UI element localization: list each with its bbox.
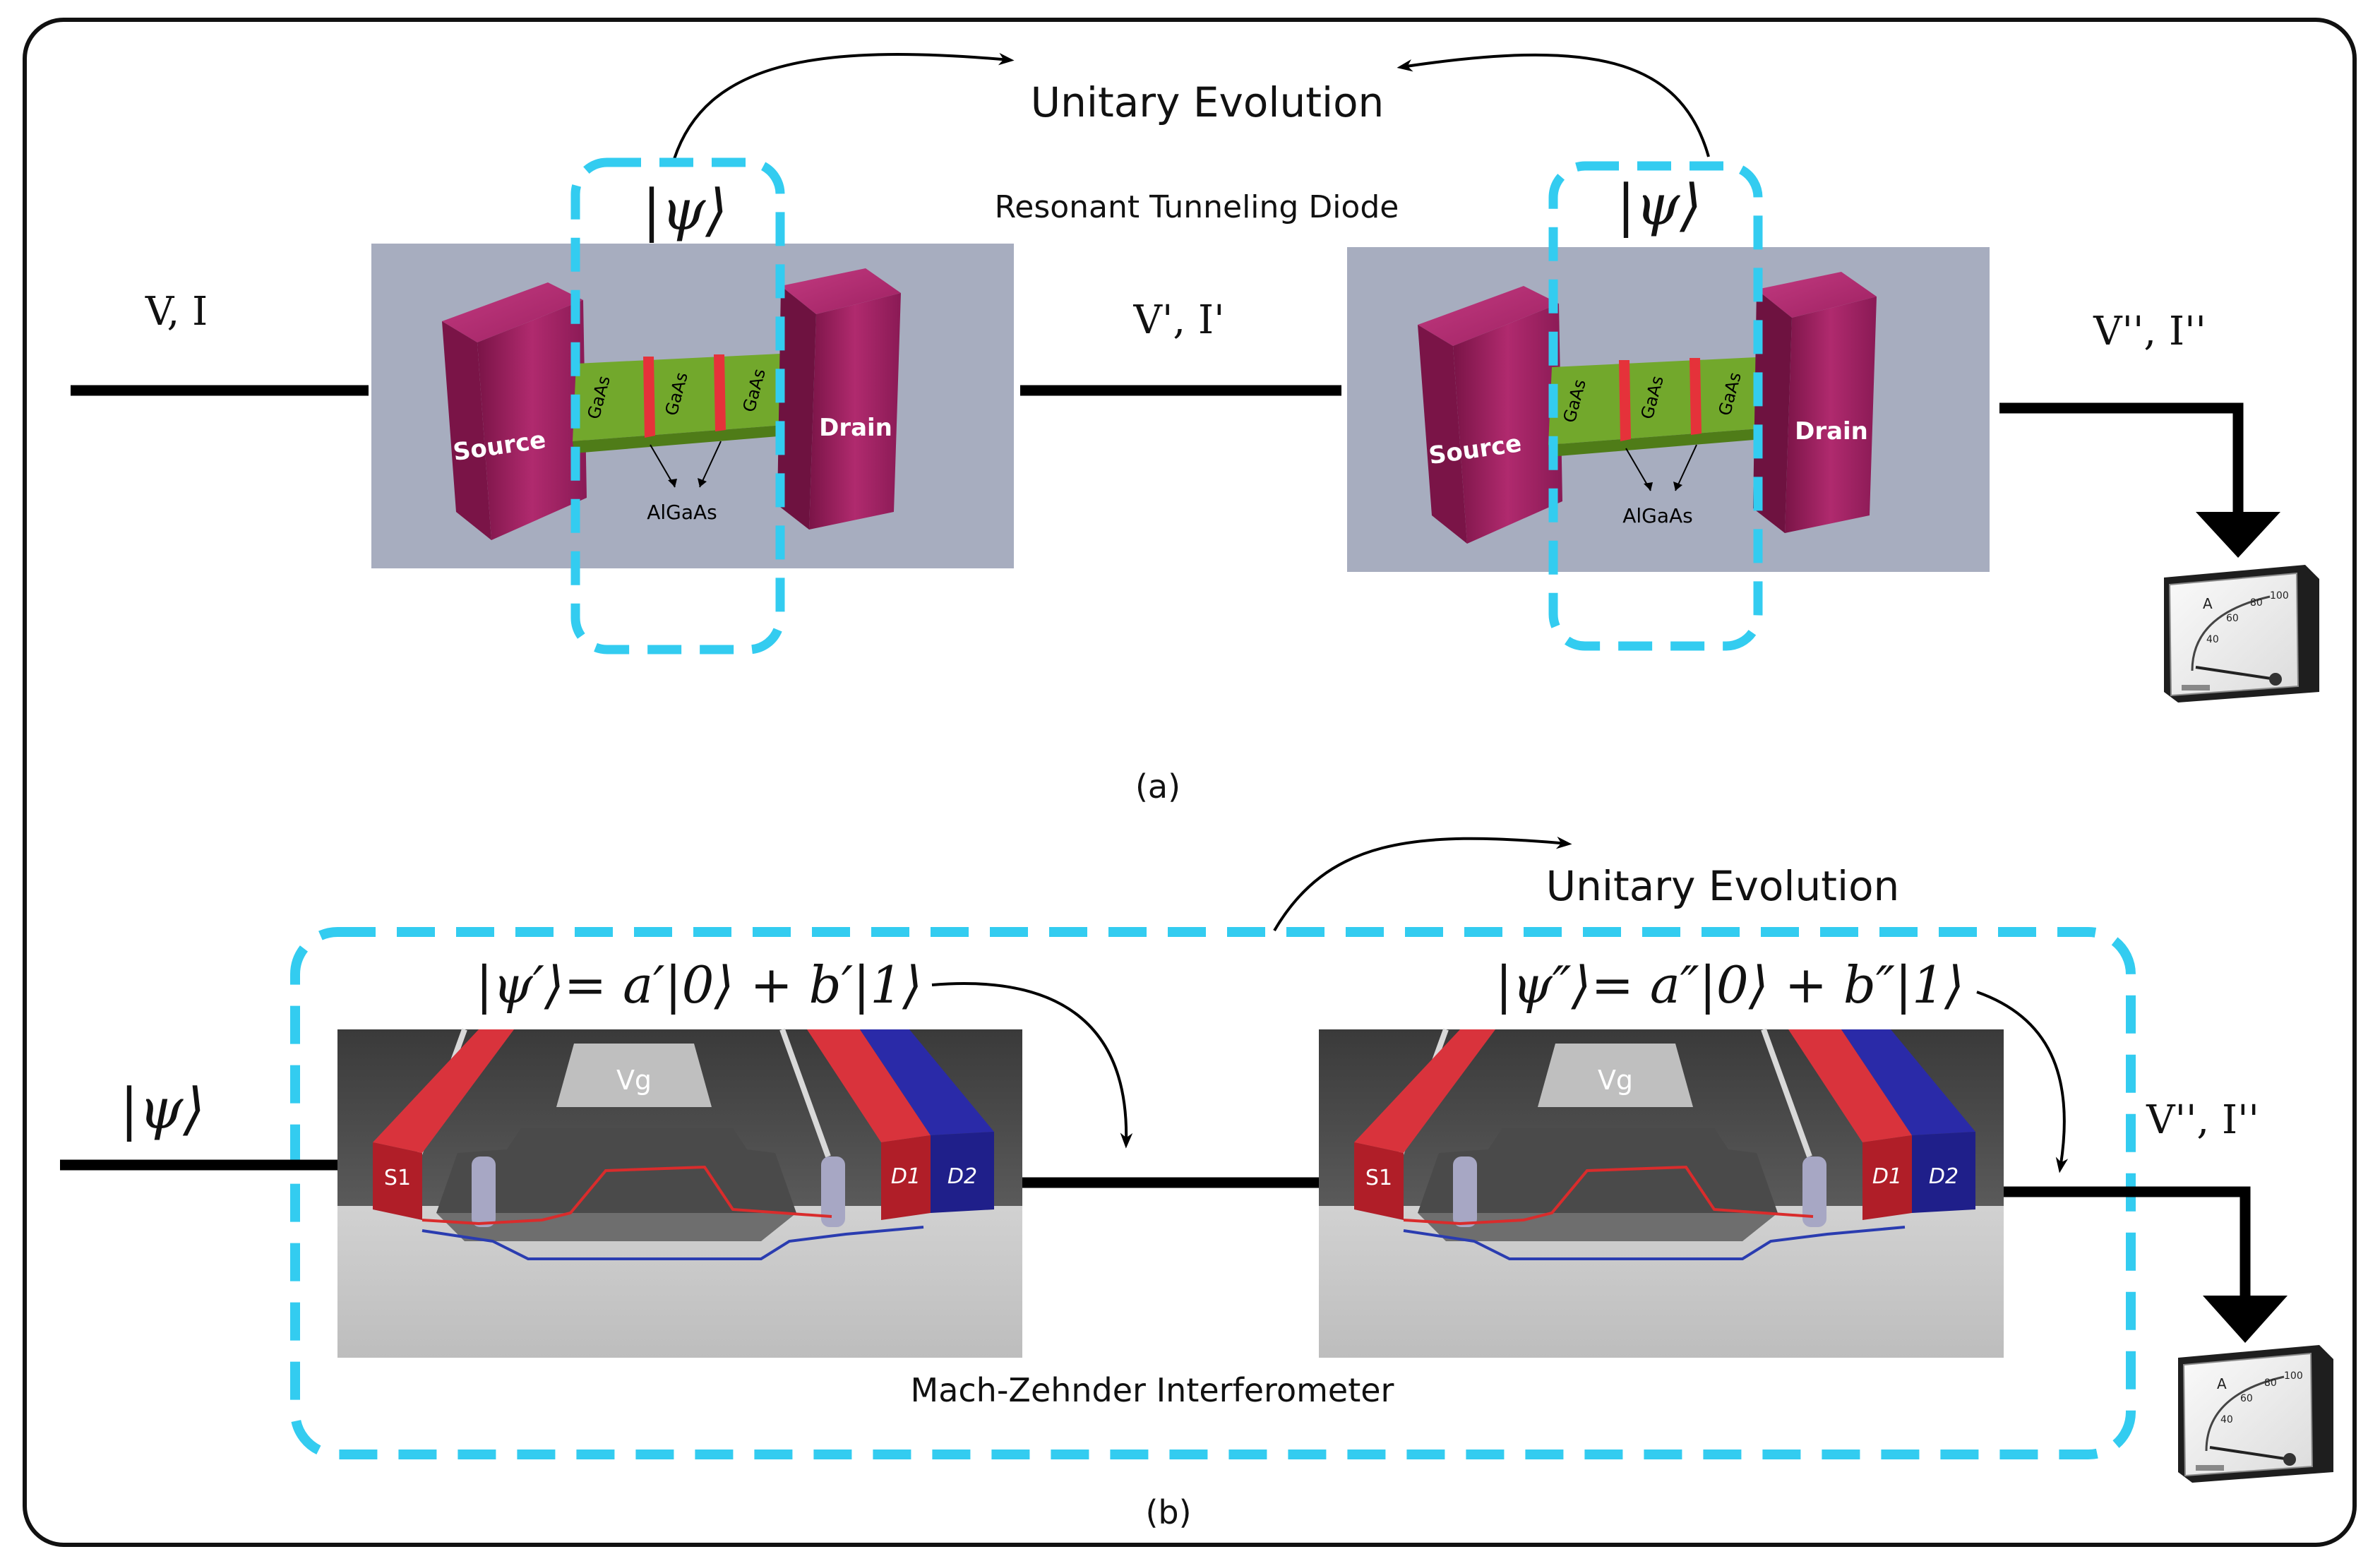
wire-a-arrowhead: [2196, 512, 2280, 558]
ammeter-a: A 100 80 60 40: [2163, 563, 2321, 704]
formula-arrow-2: [1976, 991, 2069, 1173]
outer-frame: [23, 18, 2357, 1547]
rtd-device-2: Source Drain GaAs GaAs GaAs AlGaAs: [1346, 246, 1990, 573]
state-box-left: [570, 157, 785, 655]
meter-a-tick-80: 80: [2250, 597, 2263, 609]
panel-a-title: Unitary Evolution: [1031, 78, 1385, 126]
meter-b-tick-100: 100: [2284, 1370, 2303, 1382]
mz1-gate-label: Vg: [616, 1065, 652, 1096]
meter-b-unit: A: [2217, 1375, 2227, 1392]
evolution-arrow-right: [1397, 53, 1710, 157]
panel-a: Unitary Evolution Resonant Tunneling Dio…: [71, 52, 2321, 806]
wire-b-arrowhead: [2203, 1296, 2288, 1343]
panel-a-device-label: Resonant Tunneling Diode: [995, 189, 1399, 225]
wire-label-a-1: V, I: [145, 289, 208, 335]
wire-label-b-out: V'', I'': [2146, 1097, 2259, 1143]
state-formula-1: |ψ′⟩= a′|0⟩ + b′|1⟩: [476, 955, 923, 1015]
mz-device-2: Vg S1 D1 D2: [1319, 1029, 2004, 1358]
state-box-right: [1548, 161, 1763, 651]
mz2-gate-label: Vg: [1598, 1065, 1633, 1096]
evolution-arrow-left: [673, 52, 1015, 160]
meter-b-tick-40: 40: [2220, 1414, 2233, 1425]
rtd1-barrier-label: AlGaAs: [647, 501, 717, 524]
meter-b-tick-60: 60: [2240, 1393, 2253, 1404]
rtd2-barrier-label: AlGaAs: [1622, 504, 1693, 527]
meter-b-tick-80: 80: [2264, 1377, 2277, 1389]
mz-device-1: Vg S1 D1 D2: [337, 1029, 1022, 1358]
state-label-right: |ψ⟩: [1617, 172, 1702, 238]
mz2-drain1-label: D1: [1872, 1164, 1902, 1189]
panel-b-title: Unitary Evolution: [1546, 862, 1900, 910]
meter-a-unit: A: [2203, 595, 2213, 612]
panel-b: Unitary Evolution |ψ⟩ V'', I'' |ψ′⟩= a′|…: [60, 836, 2335, 1531]
meter-a-tick-40: 40: [2206, 634, 2219, 645]
wire-label-a-2: V', I': [1133, 297, 1225, 343]
ammeter-b: A 100 80 60 40: [2177, 1344, 2335, 1484]
wire-a-output: [1999, 402, 2244, 515]
wire-b-output: [2004, 1186, 2251, 1299]
mz1-drain1-label: D1: [891, 1164, 921, 1189]
formula-arrow-1: [931, 982, 1133, 1149]
state-formula-2: |ψ″⟩= a″|0⟩ + b″|1⟩: [1495, 955, 1964, 1015]
rtd1-drain-label: Drain: [819, 414, 892, 442]
wire-label-a-3: V'', I'': [2093, 309, 2206, 354]
panel-a-caption: (a): [1135, 767, 1180, 806]
evolution-arrow-b: [1273, 836, 1572, 932]
panel-b-device-label: Mach-Zehnder Interferometer: [911, 1371, 1394, 1409]
rtd-device-1: Source Drain GaAs GaAs GaAs AlGaAs: [371, 243, 1015, 569]
mz2-drain2-label: D2: [1929, 1164, 1959, 1189]
state-label-left: |ψ⟩: [642, 177, 728, 243]
rtd2-drain-label: Drain: [1795, 417, 1868, 446]
meter-a-tick-60: 60: [2226, 613, 2239, 624]
meter-a-tick-100: 100: [2270, 590, 2289, 602]
input-state-label: |ψ⟩: [120, 1076, 205, 1142]
mz1-drain2-label: D2: [947, 1164, 977, 1189]
mz1-source-label: S1: [384, 1166, 411, 1190]
panel-b-caption: (b): [1145, 1493, 1191, 1531]
mz2-source-label: S1: [1365, 1166, 1392, 1190]
